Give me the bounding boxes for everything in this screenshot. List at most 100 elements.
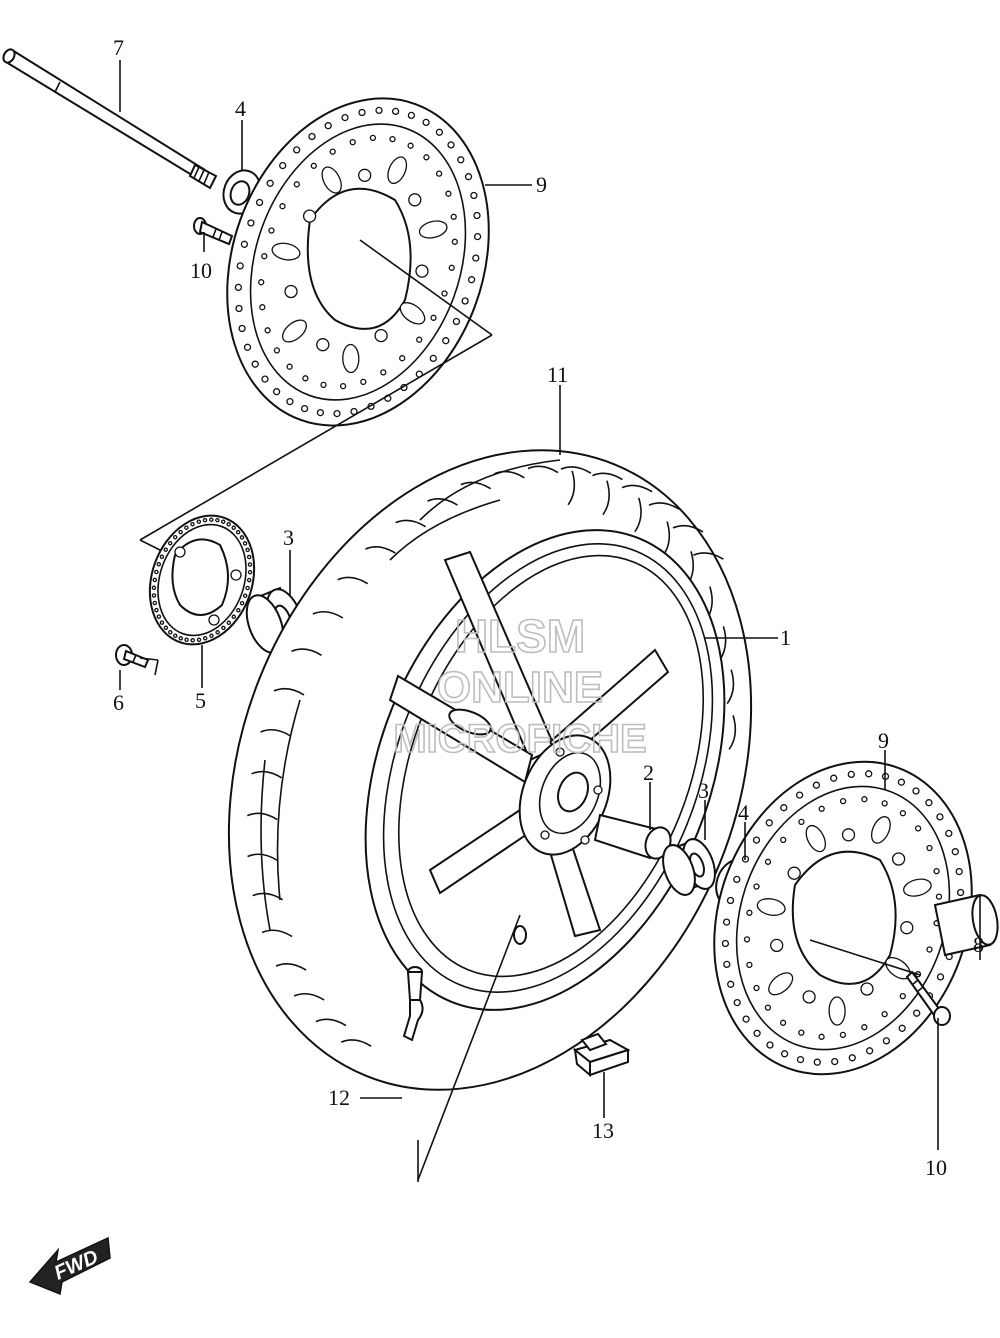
disc-hole [733,998,741,1007]
disc-hole [333,409,341,418]
disc-hole [375,106,383,115]
disc-hole [259,304,266,311]
disc-hole [746,909,753,916]
disc-window [342,343,360,374]
disc-window [321,166,342,194]
disc-hole [467,276,476,284]
disc-hole [470,191,478,200]
sensor-tooth [151,593,157,598]
sensor-tooth [190,521,195,527]
disc-hole [914,825,922,832]
abs-sensor-ring [148,514,256,646]
tread-groove [602,480,610,516]
disc-hole [279,161,287,170]
disc-hole [448,264,455,271]
callout-6: 6 [113,690,124,715]
disc-hole [913,1009,921,1017]
tread-groove [247,853,279,862]
disc-hole [743,936,751,943]
sensor-tooth [215,630,220,635]
disc-hole [818,805,825,812]
sensor-tooth [178,636,184,641]
sensor-tooth [152,600,158,606]
disc-hole [324,122,332,130]
disc-hole [286,363,293,370]
wheel-bearing-right [662,838,716,896]
disc-hole [753,1029,761,1037]
callout-12: 12 [328,1085,350,1110]
disc-rivet [358,168,372,182]
disc-hole [882,1037,891,1045]
disc-hole [407,111,416,120]
callout-10-upper: 10 [190,258,212,283]
sensor-tooth [236,608,241,613]
disc-rivet [284,284,298,299]
sensor-tooth [235,529,241,535]
watermark: HLSM ONLINE MICROFICHE [393,609,648,762]
callout-3-left: 3 [283,525,294,550]
sensor-tooth [239,535,245,540]
disc-hole [358,108,366,117]
tread-groove [340,1039,372,1047]
disc-hole [447,141,455,149]
disc-hole [255,198,264,207]
watermark-line3: MICROFICHE [393,717,646,761]
disc-hole [897,778,906,786]
callout-2: 2 [643,760,654,785]
tread-groove [260,728,292,737]
balancer-weight [572,1032,631,1078]
wheel-rim [364,529,726,1011]
disc-hole [726,896,735,905]
tread-groove [693,552,724,560]
disc-hole [752,836,761,844]
disc-hole [936,973,945,981]
fwd-label: FWD [51,1246,102,1285]
disc-hole [780,836,787,844]
tread-groove [672,524,704,533]
disc-hole [723,960,731,969]
sensor-tooth [152,577,158,583]
disc-hole [236,262,244,270]
sensor-tooth [220,519,226,524]
disc-hole [798,1029,805,1036]
disc-hole [416,336,423,343]
tread-groove [252,892,284,901]
tread-groove [527,465,559,474]
disc-window [387,156,408,185]
disc-hole [310,162,317,169]
disc-hole [955,867,963,876]
disc-window [870,816,891,844]
disc-hole [722,918,731,926]
disc-hole [442,337,450,345]
disc-hole [795,791,804,799]
disc-window [828,996,846,1026]
tread-groove [246,812,278,821]
sensor-tooth [163,547,168,552]
disc-hole [830,774,838,782]
disc-hole [423,154,430,161]
disc-hole [733,875,741,884]
sensor-tooth [242,593,248,598]
sensor-tooth [154,569,159,575]
disc-rivet [408,193,422,207]
disc-hole [293,181,300,188]
watermark-line2: ONLINE [437,663,603,712]
disc-hole [848,1054,856,1062]
callout-4-upper: 4 [235,96,246,121]
callout-10-lower: 10 [925,1155,947,1180]
sensor-tooth [163,625,169,631]
disc-rivet [316,338,330,352]
tread-groove [291,648,322,656]
tread-groove [648,502,680,510]
sensor-tooth [154,607,159,613]
disc-bolt-upper [193,217,234,246]
sensor-tooth [239,600,245,606]
disc-hole [247,219,255,227]
disc-hole [273,347,281,354]
disc-hole [435,128,444,136]
disc-hole [302,375,309,382]
disc-hole [329,148,336,155]
tread-groove [251,770,283,779]
disc-window [768,972,794,996]
disc-hole [451,238,458,245]
